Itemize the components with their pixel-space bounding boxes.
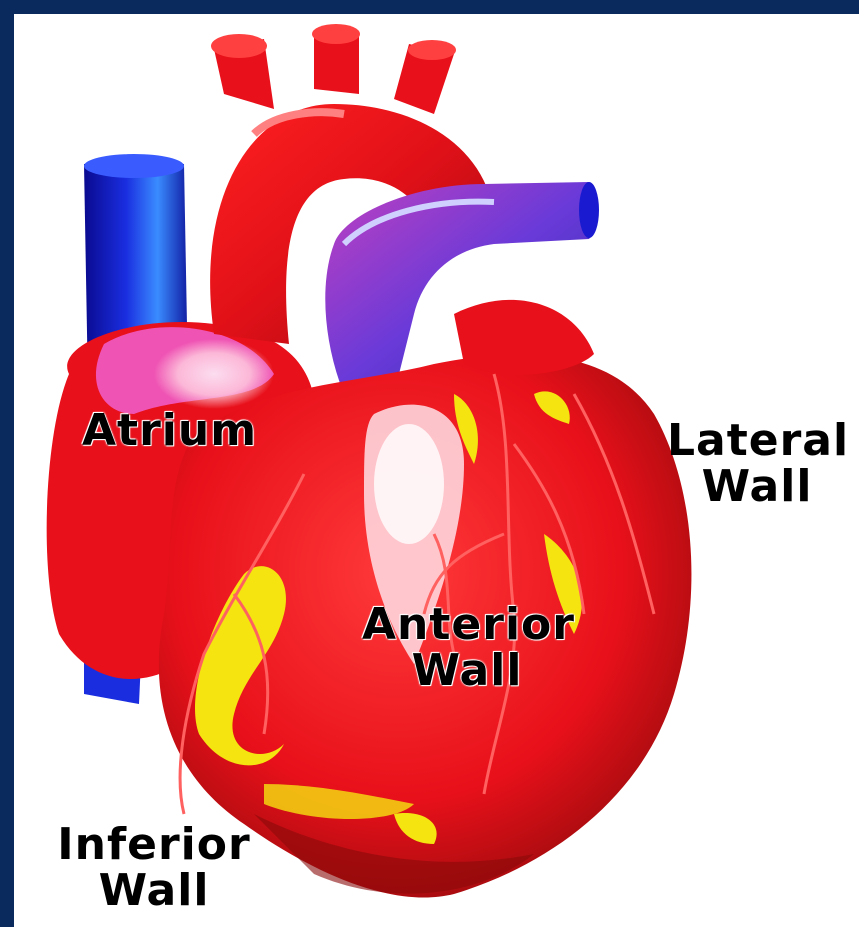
label-inferior-wall: Inferior Wall bbox=[54, 822, 254, 914]
label-atrium: Atrium bbox=[82, 408, 257, 454]
diagram-panel: Atrium Lateral Wall Anterior Wall Inferi… bbox=[14, 14, 859, 927]
label-anterior-wall: Anterior Wall bbox=[362, 602, 572, 694]
label-lateral-wall: Lateral Wall bbox=[667, 418, 847, 510]
